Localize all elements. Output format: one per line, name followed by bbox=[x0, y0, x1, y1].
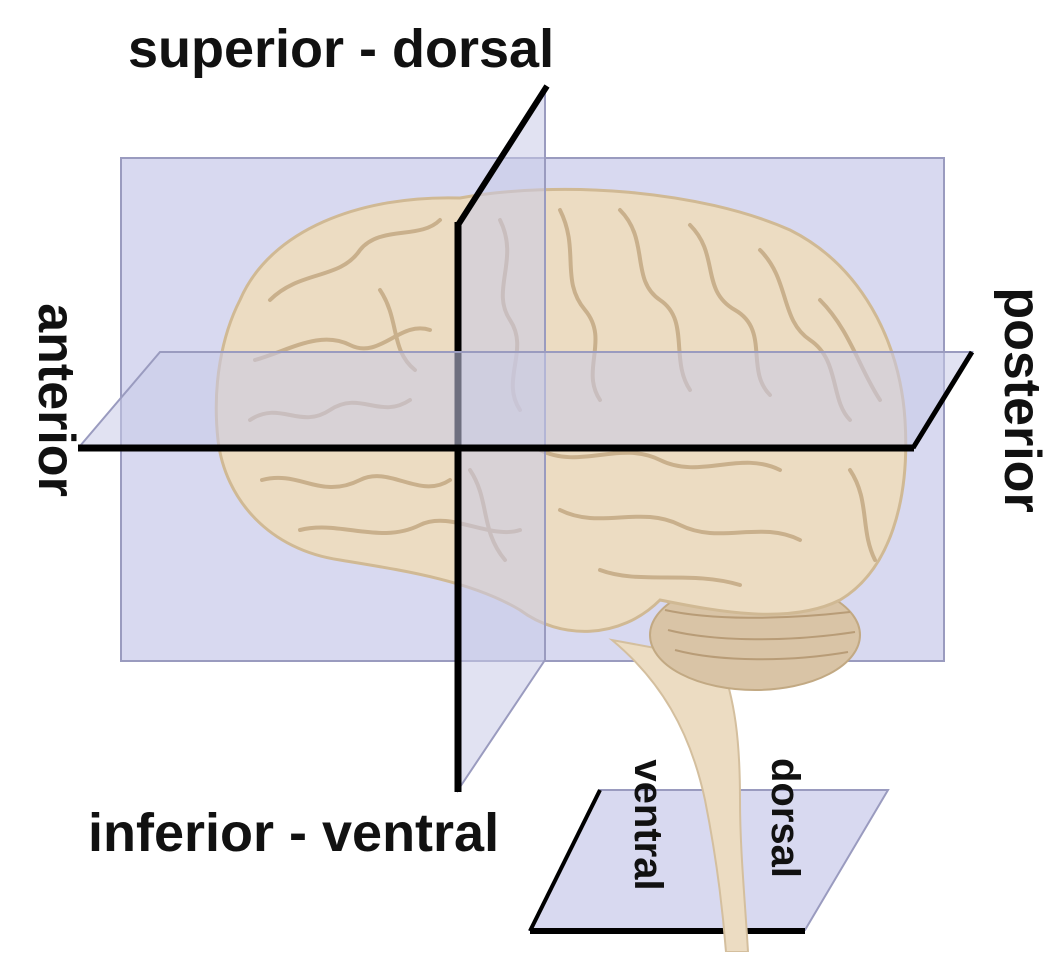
label-superior-dorsal: superior - dorsal bbox=[128, 22, 554, 76]
label-inferior-ventral: inferior - ventral bbox=[88, 806, 499, 860]
label-cord-dorsal: dorsal bbox=[765, 758, 805, 878]
label-cord-ventral: ventral bbox=[628, 759, 668, 890]
horizontal-plane bbox=[80, 352, 972, 446]
label-anterior: anterior bbox=[30, 303, 82, 497]
label-posterior: posterior bbox=[996, 287, 1048, 512]
